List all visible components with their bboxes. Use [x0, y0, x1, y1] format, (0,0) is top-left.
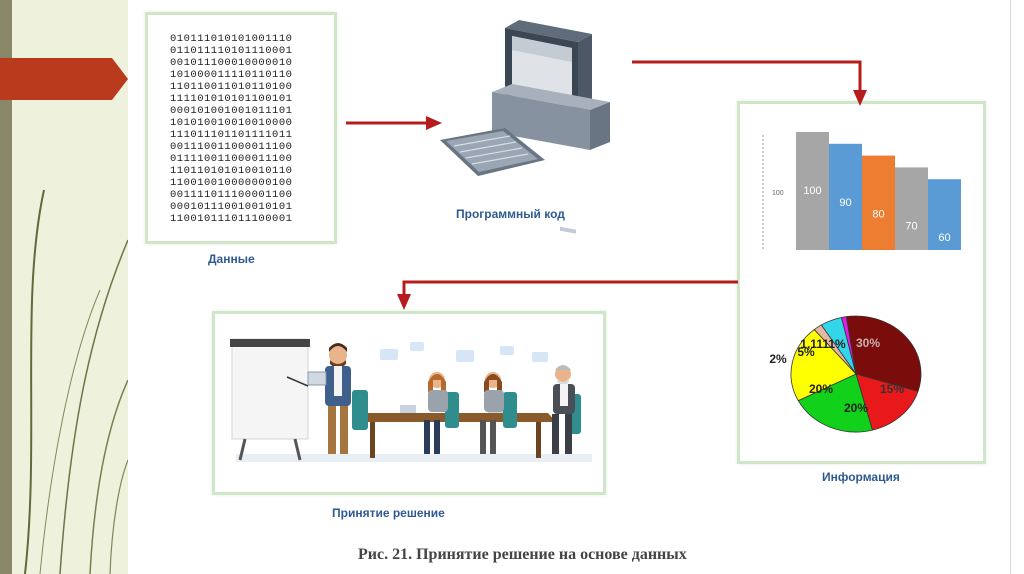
- figure-caption: Рис. 21. Принятие решение на основе данн…: [358, 546, 687, 563]
- pie-slice-1: [845, 315, 922, 392]
- pie-slice-2: [855, 373, 919, 431]
- sidebar-tab: [0, 58, 128, 100]
- pie-slice-label: 30%: [856, 336, 880, 350]
- sidebar-strip: [0, 0, 12, 574]
- pie-slice-label: 5%: [797, 345, 815, 359]
- bar-value-label: 70: [905, 220, 917, 232]
- info-label: Информация: [822, 470, 900, 484]
- binary-data-text: 010111010101001110 011011110101110001 00…: [170, 33, 293, 225]
- arrow-code-to-info: [632, 60, 867, 106]
- bar-4: [895, 167, 928, 250]
- pie-slice-7: [841, 316, 857, 375]
- arrow-data-to-code: [346, 116, 442, 130]
- bar-value-label: 100: [803, 185, 821, 197]
- pie-slice-3: [797, 373, 873, 433]
- data-label: Данные: [208, 252, 255, 266]
- pie-slice-label: 15%: [880, 382, 904, 396]
- pie-slice-label: 20%: [809, 382, 833, 396]
- bar-value-label: 80: [872, 209, 884, 221]
- bar-3: [862, 155, 895, 250]
- pie-slice-label: 2%: [769, 352, 787, 366]
- bar-value-label: 90: [839, 197, 851, 209]
- decision-label: Принятие решение: [332, 506, 445, 520]
- data-box: 010111010101001110 011011110101110001 00…: [145, 12, 337, 244]
- code-label: Программный код: [456, 207, 565, 221]
- arrow-info-to-decision: [397, 280, 738, 310]
- pie-slice-label: 20%: [844, 401, 868, 415]
- bar-2: [829, 143, 862, 250]
- bar-chart-ytick: 100: [772, 190, 784, 197]
- bar-5: [928, 179, 961, 250]
- bar-1: [796, 132, 829, 250]
- pie-slice-4: [790, 329, 857, 402]
- pie-slice-label: 1,1111%: [800, 337, 846, 351]
- right-border-line: [1010, 0, 1011, 574]
- sidebar-decoration: [24, 189, 128, 574]
- bar-value-label: 60: [938, 232, 950, 244]
